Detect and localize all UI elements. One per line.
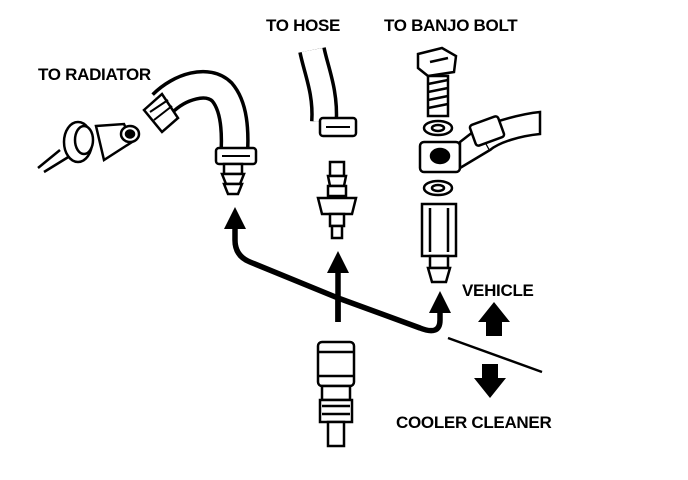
cooler-cleaner-connector — [316, 340, 356, 448]
radiator-fitting — [37, 120, 141, 174]
label-cooler-cleaner: COOLER CLEANER — [396, 413, 551, 432]
vehicle-arrow-icon — [478, 302, 510, 336]
flow-arrows — [224, 207, 451, 334]
banjo-bolt-assembly — [416, 46, 542, 284]
upper-hose — [298, 46, 358, 138]
flow-arrow-to-banjo — [337, 291, 451, 334]
label-to-radiator: TO RADIATOR — [38, 65, 151, 84]
flow-arrow-to-radiator — [224, 207, 341, 322]
divider-line — [447, 336, 543, 374]
cooler-cleaner-arrow-icon — [474, 364, 506, 398]
label-to-hose: TO HOSE — [266, 16, 340, 35]
label-to-banjo-bolt: TO BANJO BOLT — [384, 16, 518, 35]
label-vehicle: VEHICLE — [462, 281, 534, 300]
radiator-hose — [142, 69, 258, 196]
hose-adapter — [316, 160, 358, 240]
